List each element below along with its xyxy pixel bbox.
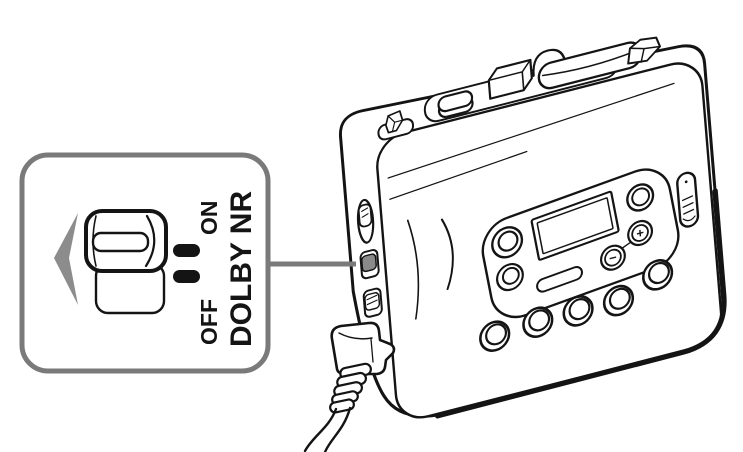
left-arrow-icon (54, 213, 78, 305)
headphone-plug-icon (303, 321, 396, 452)
face-highlight-line-2 (389, 150, 528, 200)
volume-plus-ring (631, 224, 649, 242)
dolby-callout: ON OFF DOLBY NR (19, 152, 271, 374)
volume-minus-icon: − (609, 249, 618, 265)
device-bottom-edge (435, 188, 727, 419)
volume-plus-icon: + (636, 225, 645, 241)
headphone-cord-icon (303, 407, 338, 452)
panel-button-left-big-inner (497, 230, 519, 252)
dolby-nr-label: DOLBY NR (225, 191, 258, 347)
dolby-nr-side-switch-cap (361, 253, 377, 273)
panel-button-top-inner (631, 187, 651, 207)
volume-minus-ring (604, 248, 622, 267)
slide-switch-illustration (84, 209, 168, 315)
panel-button-left-big (491, 226, 524, 259)
front-round-buttons (479, 259, 674, 352)
panel-button-left-small-inner (501, 266, 520, 285)
display-screen (536, 197, 614, 255)
position-mark-on (173, 244, 200, 257)
off-label: OFF (196, 299, 222, 345)
top-transport-buttons (377, 36, 661, 141)
switch-grip-slot (91, 231, 150, 253)
position-mark-off (173, 270, 200, 283)
finger-recess (440, 218, 454, 291)
cassette-door-edge (406, 219, 420, 320)
on-label: ON (196, 201, 222, 236)
side-switches (356, 198, 383, 318)
face-highlight-line (387, 82, 675, 179)
top-oval-button-cap (437, 90, 474, 113)
cassette-player-illustration: + − (339, 36, 727, 419)
panel-pill-button (536, 266, 583, 293)
volume-slider-icon (676, 171, 700, 228)
headphone-cord-icon (323, 406, 352, 452)
switch-knob-shading (144, 214, 156, 268)
